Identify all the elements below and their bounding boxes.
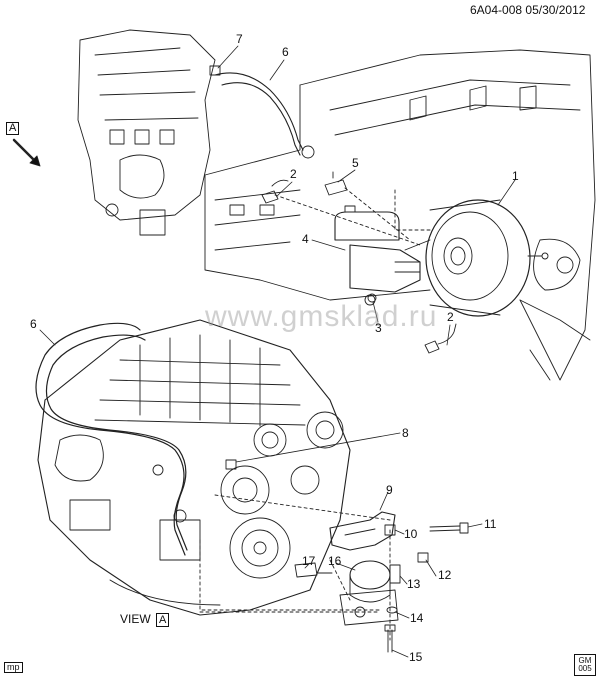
callout-16: 16 (328, 554, 342, 568)
view-arrow-label: A (6, 122, 20, 135)
callout-17: 17 (302, 554, 316, 568)
upper-engine-outline (77, 29, 216, 236)
callout-4: 4 (302, 232, 309, 246)
view-label-letter: A (156, 613, 170, 627)
vacuum-hose-upper (214, 72, 315, 159)
callout-12: 12 (438, 568, 452, 582)
callout-1: 1 (512, 169, 519, 183)
callout-6-upper: 6 (282, 45, 289, 59)
callout-11: 11 (484, 517, 497, 531)
callout-2-lower: 2 (447, 310, 454, 324)
grommet-13 (389, 564, 401, 584)
alignment-lines-upper (274, 187, 431, 246)
gm-logo-top: GM (578, 656, 592, 665)
clip-8 (225, 459, 237, 470)
connector-5 (324, 171, 348, 196)
callout-14: 14 (410, 611, 424, 625)
callout-5: 5 (352, 156, 359, 170)
master-cylinder-4 (334, 205, 431, 306)
nut-3 (367, 293, 377, 303)
vacuum-pump-16 (339, 560, 399, 626)
lower-engine-outline (37, 319, 351, 616)
callout-13: 13 (407, 577, 421, 591)
callout-2-upper: 2 (290, 167, 297, 181)
figure-date: 05/30/2012 (525, 3, 586, 17)
figure-reference: 6A04-008 05/30/2012 (470, 4, 585, 16)
callout-6-lower: 6 (30, 317, 37, 331)
figure-id: 6A04-008 (470, 3, 523, 17)
clip-7 (209, 65, 221, 76)
callout-7: 7 (236, 32, 243, 46)
firewall-panel-outline (204, 49, 596, 381)
watermark: www.gmsklad.ru (205, 300, 438, 333)
callout-9: 9 (386, 483, 393, 497)
view-label-text: VIEW (120, 612, 151, 626)
gm-logo: GM 005 (574, 654, 596, 676)
gm-logo-bottom: 005 (578, 664, 592, 673)
bolt-15 (384, 624, 396, 653)
footer-code: mp (4, 662, 23, 673)
callout-3: 3 (375, 321, 382, 335)
view-label: VIEW A (120, 612, 170, 627)
sensor-2-upper (261, 179, 289, 204)
brake-booster-1 (425, 199, 549, 317)
washer-14 (386, 606, 398, 614)
callout-15: 15 (409, 650, 423, 664)
view-arrow (12, 138, 41, 167)
connector-17 (294, 562, 333, 578)
vacuum-hose-lower (35, 322, 188, 556)
alignment-lines-lower (199, 494, 391, 641)
sensor-2-lower (424, 323, 457, 354)
bolt-11 (429, 522, 469, 534)
callout-10: 10 (404, 527, 418, 541)
bolt-12 (417, 552, 429, 563)
callout-leaders (39, 45, 516, 658)
callout-8: 8 (402, 426, 409, 440)
